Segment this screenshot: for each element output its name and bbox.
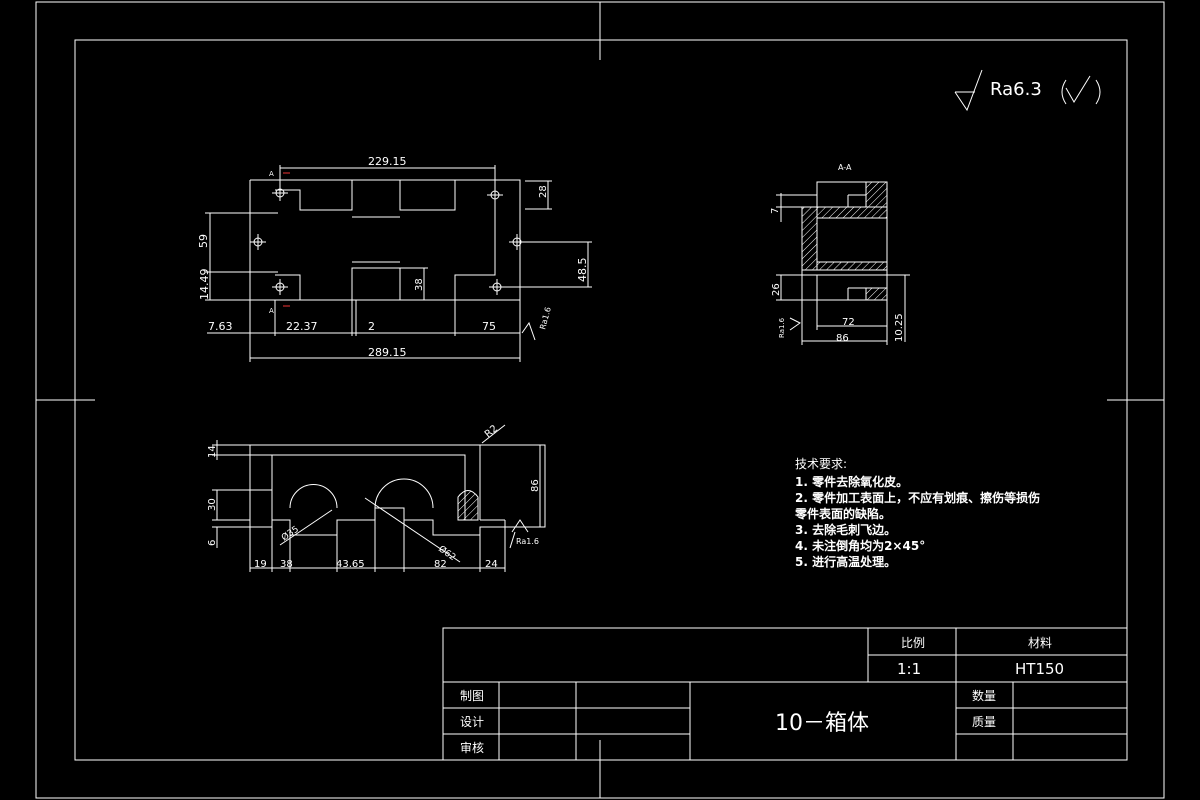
surface-finish-label: Ra6.3 — [990, 79, 1042, 100]
outer-border — [35, 1, 1165, 799]
section-dim-72: 72 — [842, 317, 855, 328]
front-view-outline — [249, 444, 546, 536]
front-view: 14 30 6 86 R2 Ø35 Ø62 19 38 43.65 82 24 — [207, 423, 546, 572]
paren-right-icon — [1095, 79, 1101, 105]
section-view-title: A-A — [838, 163, 852, 172]
inner-border — [74, 39, 1128, 761]
section-dim-10-25: 10.25 — [894, 313, 905, 342]
section-mark-a-top: A — [269, 170, 274, 178]
tech-line-6: 5. 进行高温处理。 — [795, 554, 896, 569]
section-hatched-body — [801, 206, 818, 271]
front-dim-24: 24 — [485, 559, 498, 570]
front-dim-6: 6 — [207, 540, 218, 546]
front-roughness-icon — [511, 519, 529, 533]
tech-line-2: 2. 零件加工表面上，不应有划痕、擦伤等损伤 — [795, 490, 1040, 505]
dim-229-15: 229.15 — [368, 155, 407, 168]
top-view-roughness: Ra1.6 — [538, 306, 553, 331]
dim-7-63: 7.63 — [208, 320, 233, 333]
dim-28: 28 — [538, 185, 549, 198]
design-label: 设计 — [460, 715, 484, 729]
tech-title: 技术要求: — [795, 457, 847, 471]
tech-line-5: 4. 未注倒角均为2×45° — [795, 538, 925, 553]
top-view: A A 229.15 28 59 14.49 48.5 38 — [197, 155, 592, 362]
top-view-inner-profile — [275, 179, 496, 301]
scale-value: 1:1 — [897, 660, 921, 678]
section-dim-86: 86 — [836, 333, 849, 344]
roughness-triangle-icon — [521, 321, 536, 341]
material-value: HT150 — [1015, 660, 1064, 678]
mass-label: 质量 — [972, 715, 996, 729]
tech-line-1: 1. 零件去除氧化皮。 — [795, 474, 908, 489]
front-dim-82: 82 — [434, 559, 447, 570]
front-hatched-boss — [457, 490, 479, 521]
tech-line-3: 零件表面的缺陷。 — [794, 506, 891, 521]
front-dim-r2: R2 — [483, 423, 500, 440]
front-dim-30: 30 — [207, 498, 218, 511]
section-mark-a-bottom: A — [269, 307, 274, 315]
quantity-label: 数量 — [972, 688, 996, 703]
dim-59: 59 — [197, 234, 210, 248]
scale-label: 比例 — [901, 636, 925, 650]
paren-left-icon — [1061, 79, 1067, 105]
front-roughness: Ra1.6 — [516, 537, 539, 546]
dim-75: 75 — [482, 320, 496, 333]
sheet-frame — [35, 1, 1165, 799]
top-view-outline — [249, 179, 521, 301]
section-roughness-icon — [789, 317, 801, 331]
arc-d35 — [289, 484, 338, 509]
dim-38-top-view: 38 — [414, 278, 425, 291]
front-dim-14: 14 — [207, 445, 218, 458]
review-label: 审核 — [460, 740, 484, 755]
tech-requirements: 技术要求: 1. 零件去除氧化皮。 2. 零件加工表面上，不应有划痕、擦伤等损伤… — [794, 457, 1040, 569]
roughness-check-small-icon — [1065, 75, 1091, 103]
dim-289-15: 289.15 — [368, 346, 407, 359]
arc-d62 — [374, 478, 434, 509]
surface-finish-symbol: Ra6.3 — [954, 69, 1101, 112]
front-dim-43-65: 43.65 — [336, 559, 365, 570]
title-block: 比例 1:1 材料 HT150 制图 设计 审核 10－箱体 数量 质量 — [442, 627, 1128, 761]
dim-48-5: 48.5 — [576, 258, 589, 283]
roughness-check-icon — [954, 69, 983, 112]
section-view: A-A 7 26 72 86 10.25 Ra1.6 — [770, 163, 910, 345]
part-name: 10－箱体 — [775, 711, 869, 736]
section-roughness: Ra1.6 — [778, 317, 786, 338]
drawn-label: 制图 — [460, 689, 484, 703]
front-dim-19: 19 — [254, 559, 267, 570]
material-label: 材料 — [1028, 636, 1052, 650]
front-dim-38: 38 — [280, 559, 293, 570]
section-dim-26: 26 — [771, 283, 782, 296]
dim-2: 2 — [368, 320, 375, 333]
front-dim-86: 86 — [530, 479, 541, 492]
section-dim-7: 7 — [770, 208, 781, 214]
dim-22-37: 22.37 — [286, 320, 318, 333]
hole-marks — [250, 185, 525, 295]
tech-line-4: 3. 去除毛刺飞边。 — [795, 522, 896, 537]
dim-14-49: 14.49 — [198, 269, 211, 301]
